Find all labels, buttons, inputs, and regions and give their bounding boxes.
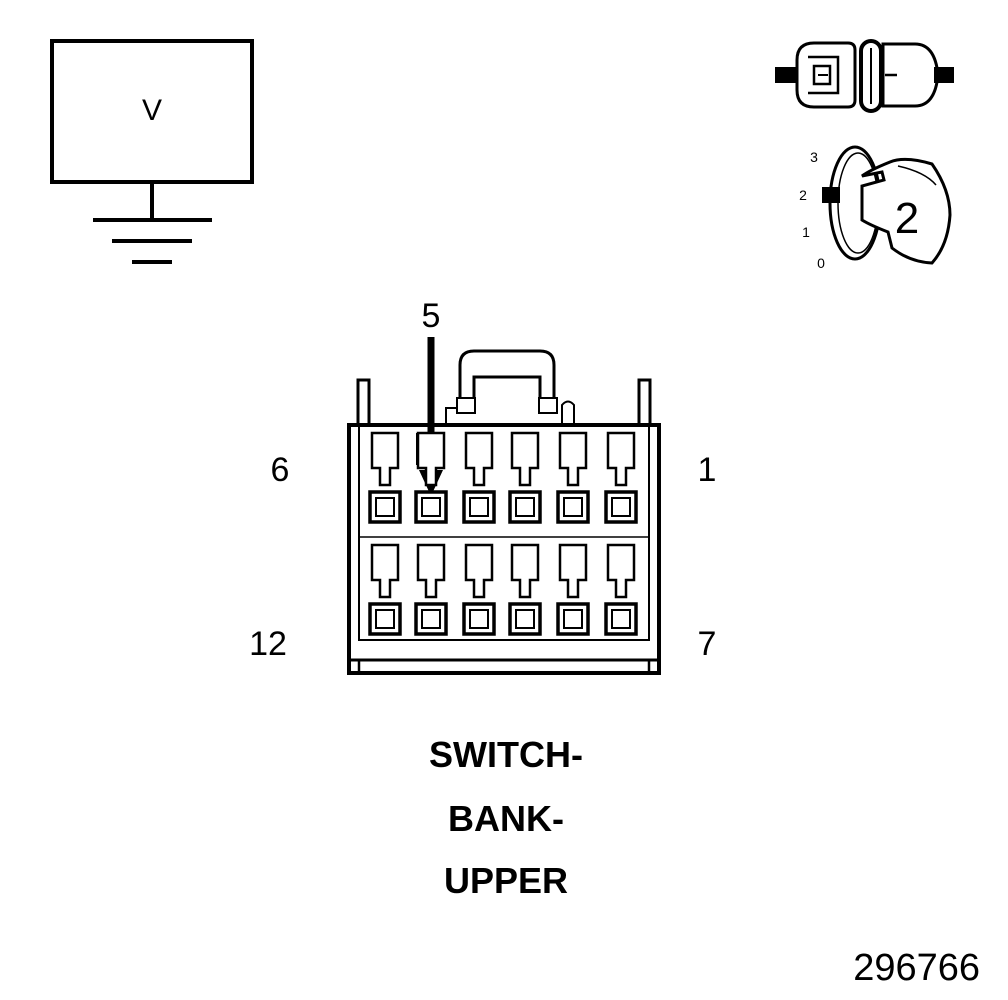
title-line-3: UPPER xyxy=(444,860,568,901)
key-head xyxy=(860,157,952,265)
terminal-pin-8 xyxy=(556,543,590,636)
terminal-pin-6 xyxy=(368,431,402,524)
meter-label: V xyxy=(142,94,162,127)
corner-label-top-left: 6 xyxy=(271,451,290,489)
key-position-3: 3 xyxy=(810,149,818,165)
pin-grid xyxy=(368,431,638,636)
corner-label-bottom-left: 12 xyxy=(249,625,287,663)
terminal-pin-10 xyxy=(462,543,496,636)
terminal-pin-11 xyxy=(414,543,448,636)
ground-icon xyxy=(93,218,212,264)
connector-disconnected-icon xyxy=(775,39,954,113)
ignition-key-icon: 3 2 1 0 2 xyxy=(799,145,952,271)
pin-pointer-label: 5 xyxy=(422,297,441,335)
terminal-pin-7 xyxy=(604,543,638,636)
terminal-pin-2 xyxy=(556,431,590,524)
key-position-2: 2 xyxy=(799,187,807,203)
terminal-pin-4 xyxy=(462,431,496,524)
terminal-pin-5 xyxy=(414,431,448,524)
title-line-2: BANK- xyxy=(448,798,564,839)
corner-label-top-right: 1 xyxy=(698,451,717,489)
position-indicator xyxy=(822,187,840,203)
terminal-pin-3 xyxy=(508,431,542,524)
terminal-pin-9 xyxy=(508,543,542,636)
connector-housing xyxy=(347,349,661,675)
key-position-1: 1 xyxy=(802,224,810,240)
figure-number: 296766 xyxy=(853,947,980,989)
voltmeter-symbol: V xyxy=(50,39,254,264)
corner-label-bottom-right: 7 xyxy=(698,625,717,663)
title-line-1: SWITCH- xyxy=(429,734,583,775)
key-selected-position: 2 xyxy=(895,194,919,243)
terminal-pin-12 xyxy=(368,543,402,636)
terminal-pin-1 xyxy=(604,431,638,524)
meter-box xyxy=(50,39,254,184)
key-position-0: 0 xyxy=(817,255,825,271)
